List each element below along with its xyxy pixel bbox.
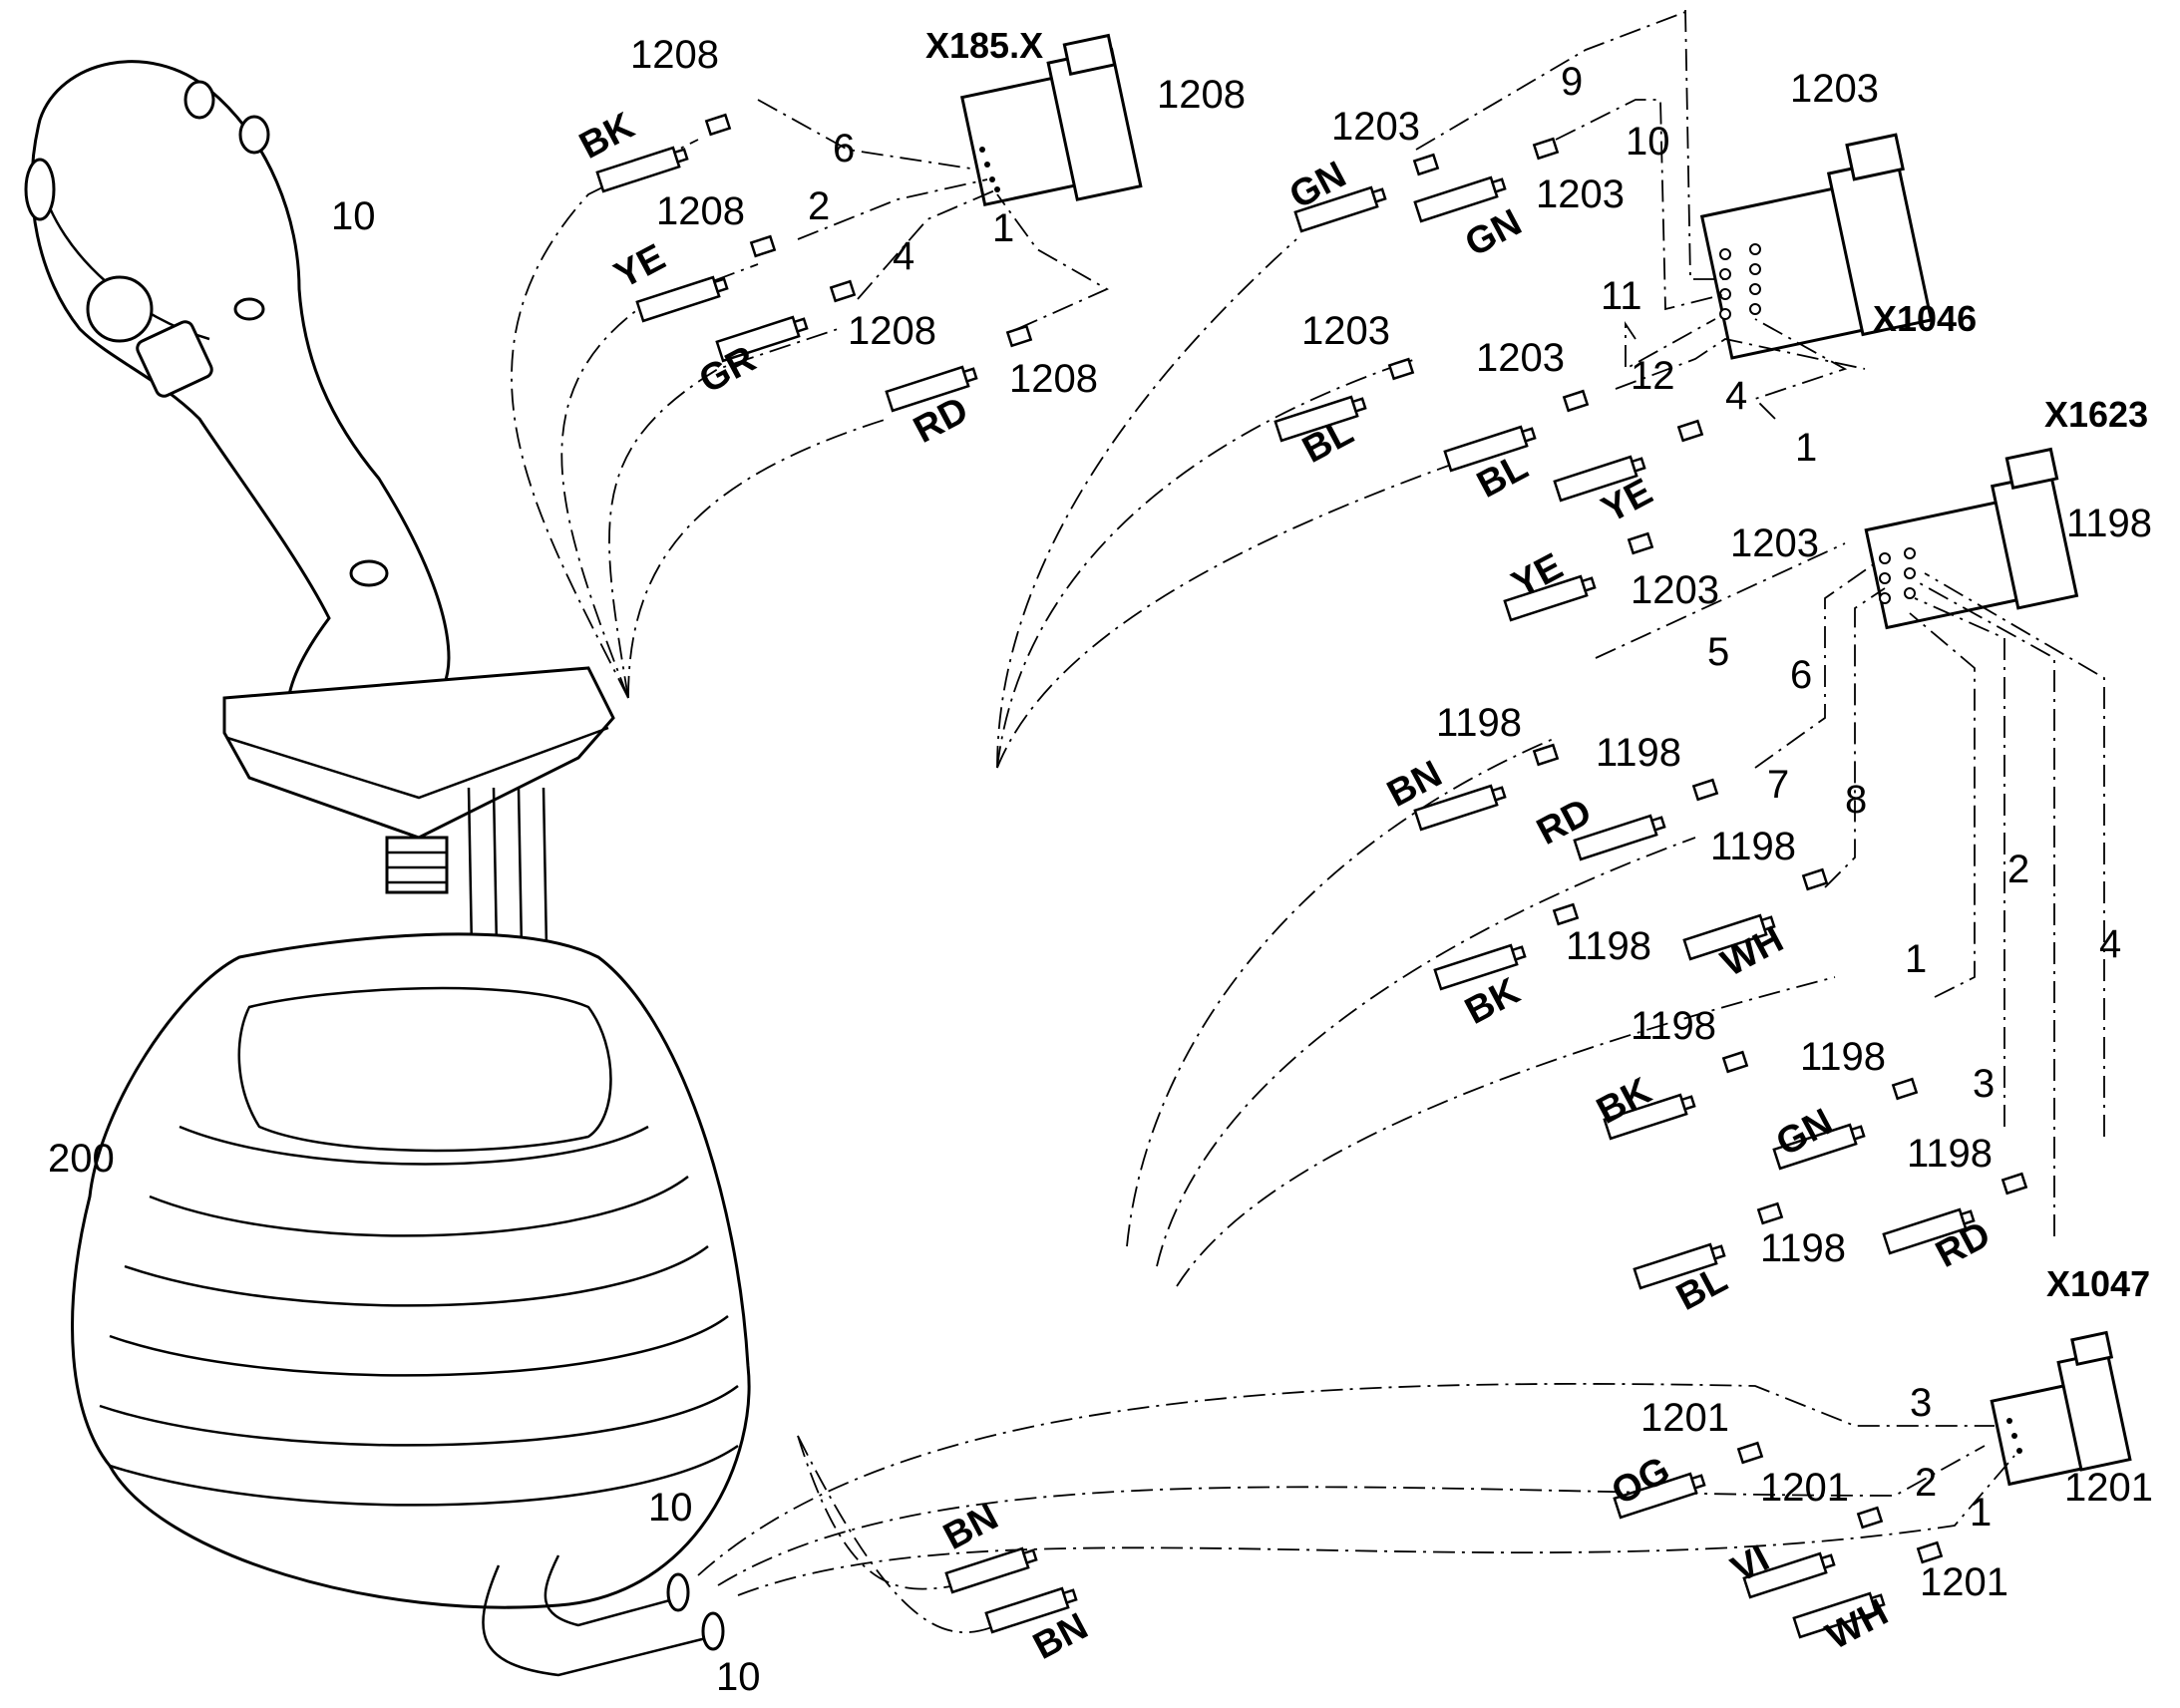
connector-part-x185: 1208 bbox=[1157, 73, 1246, 117]
wire-pin-label: 4 bbox=[893, 234, 914, 278]
part-label-joystick: 10 bbox=[331, 194, 376, 238]
part-label-cable-lower: 10 bbox=[716, 1655, 761, 1699]
connector-x185-body bbox=[959, 33, 1143, 207]
wire-pin-label: 5 bbox=[1707, 630, 1729, 674]
wire-pin-label: 2 bbox=[1915, 1461, 1937, 1505]
wire-color-label: GN bbox=[1459, 201, 1529, 265]
wire-part-label: 1198 bbox=[1566, 924, 1651, 968]
wire-color-label: BK bbox=[573, 105, 642, 168]
wire-routes bbox=[511, 9, 2105, 1634]
connector-part-x1623: 1198 bbox=[2066, 502, 2152, 545]
wire-part-label: 1203 bbox=[1476, 336, 1565, 380]
wire-pin-label: 2 bbox=[2007, 848, 2029, 891]
wire-pin-label: 1 bbox=[1905, 937, 1927, 981]
wire-part-label: 1198 bbox=[1800, 1035, 1886, 1079]
part-label-cable-upper: 10 bbox=[648, 1486, 693, 1530]
wire-terminals bbox=[595, 113, 2028, 1639]
wire-pin-label: 11 bbox=[1601, 274, 1642, 318]
wire-part-label: 1208 bbox=[848, 309, 936, 353]
wire-pin-label: 12 bbox=[1631, 354, 1675, 398]
wire-pin-label: 3 bbox=[1910, 1381, 1932, 1425]
connector-part-x1046: 1203 bbox=[1790, 67, 1879, 111]
wire-part-label: 1201 bbox=[1640, 1396, 1729, 1440]
connector-x1046-body bbox=[1699, 133, 1934, 360]
wire-part-label: 1198 bbox=[1907, 1132, 1993, 1176]
wire-pin-label: 3 bbox=[1973, 1062, 1995, 1106]
wire-pin-label: 6 bbox=[833, 127, 855, 171]
wire-part-label: 1198 bbox=[1436, 701, 1522, 745]
wire-part-label: 1203 bbox=[1301, 309, 1390, 353]
wire-part-label: 1203 bbox=[1536, 172, 1625, 216]
part-label-boot: 200 bbox=[48, 1137, 115, 1181]
rubber-boot bbox=[71, 932, 751, 1677]
wire-pin-label: 4 bbox=[1725, 374, 1747, 418]
joystick-handle bbox=[24, 60, 615, 1058]
connector-x1047-body bbox=[1990, 1330, 2132, 1487]
connector-labels: X185.X 1208 X1046 1203 X1623 1198 X1047 … bbox=[925, 25, 2153, 1510]
connector-name-x1047: X1047 bbox=[2046, 1263, 2150, 1304]
wire-part-label: 1203 bbox=[1631, 568, 1719, 612]
wire-pin-label: 1 bbox=[992, 206, 1014, 250]
wire-part-label: 1208 bbox=[1009, 357, 1098, 401]
wire-part-label: 1201 bbox=[1920, 1560, 2008, 1604]
wire-pin-label: 1 bbox=[1970, 1491, 1992, 1535]
part-callouts: 10 200 10 10 bbox=[48, 194, 761, 1699]
wire-part-label: 1203 bbox=[1331, 105, 1420, 149]
connector-name-x1623: X1623 bbox=[2044, 394, 2148, 435]
connector-x1623-body bbox=[1864, 447, 2079, 630]
connector-name-x1046: X1046 bbox=[1873, 298, 1977, 339]
wire-pin-label: 1 bbox=[1795, 426, 1817, 470]
wire-part-label: 1201 bbox=[1760, 1466, 1849, 1510]
connector-part-x1047: 1201 bbox=[2064, 1466, 2153, 1510]
wire-color-label: BN bbox=[937, 1496, 1005, 1558]
wire-part-label: 1203 bbox=[1730, 521, 1819, 565]
wire-part-label: 1198 bbox=[1760, 1226, 1846, 1270]
connector-name-x185: X185.X bbox=[925, 25, 1043, 66]
wire-labels-x185: BK 6 1208 YE 2 1208 GR 4 1208 RD 1 1208 bbox=[573, 33, 1098, 452]
wire-pin-label: 8 bbox=[1845, 778, 1867, 822]
wire-part-label: 1198 bbox=[1710, 825, 1796, 868]
wire-pin-label: 10 bbox=[1626, 120, 1670, 164]
wire-part-label: 1208 bbox=[656, 189, 745, 233]
wire-part-label: 1208 bbox=[630, 33, 719, 77]
wire-pin-label: 6 bbox=[1790, 653, 1812, 697]
wire-labels-x1623: BN 5 1198 RD 6 1198 BK 7 1198 WH 8 1198 … bbox=[1381, 630, 2122, 1319]
wire-pin-label: 9 bbox=[1561, 60, 1583, 104]
wire-part-label: 1198 bbox=[1631, 1004, 1716, 1048]
wire-part-label: 1198 bbox=[1596, 731, 1681, 775]
wire-pin-label: 4 bbox=[2099, 922, 2121, 966]
wire-color-label: YE bbox=[608, 236, 672, 297]
wire-pin-label: 7 bbox=[1767, 763, 1789, 807]
wire-pin-label: 2 bbox=[808, 184, 830, 228]
